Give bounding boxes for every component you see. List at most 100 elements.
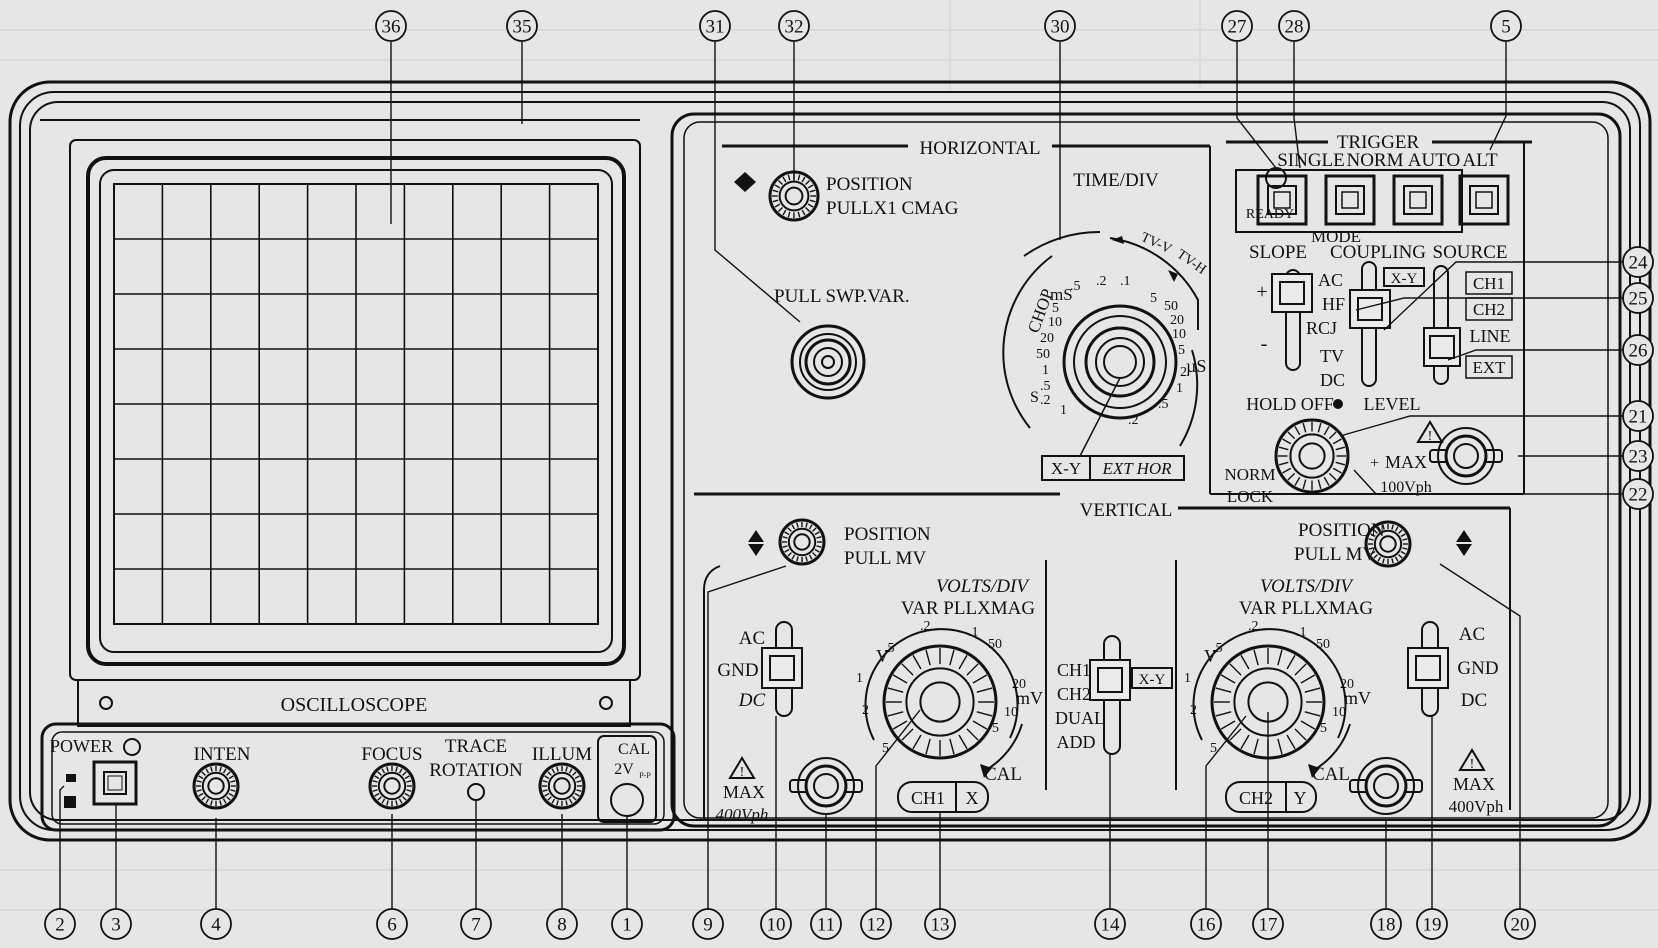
left-right-arrow-icon bbox=[734, 172, 756, 192]
hold-off-level-knob[interactable] bbox=[1274, 418, 1350, 494]
oscilloscope-label: OSCILLOSCOPE bbox=[281, 694, 428, 716]
xy-hor-label: X-Y bbox=[1051, 459, 1081, 478]
ch2-coupling-switch[interactable] bbox=[1407, 621, 1449, 717]
svg-text:28: 28 bbox=[1285, 17, 1304, 38]
cal-label: CAL bbox=[618, 741, 650, 758]
mode-norm: NORM bbox=[1346, 150, 1403, 171]
slope-plus: + bbox=[1256, 281, 1267, 303]
volts-div-tick: mV bbox=[1344, 688, 1371, 708]
ch1-volts-div-dial[interactable] bbox=[864, 628, 1023, 778]
mode-ch2: CH2 bbox=[1057, 684, 1091, 704]
ch1-coupling-switch[interactable] bbox=[761, 621, 803, 717]
svg-text:31: 31 bbox=[706, 17, 725, 38]
time-div-tick: 1 bbox=[1060, 403, 1067, 418]
mode-label: MODE bbox=[1311, 227, 1361, 246]
volts-div-tick: 10 bbox=[1004, 705, 1018, 720]
time-div-dial[interactable] bbox=[1002, 230, 1199, 457]
volts-div-tick: 10 bbox=[1332, 705, 1346, 720]
coupling-switch[interactable] bbox=[1349, 261, 1391, 387]
ch2-volts-div-dial[interactable] bbox=[1192, 628, 1351, 778]
mode-add: ADD bbox=[1057, 732, 1096, 752]
svg-text:22: 22 bbox=[1629, 485, 1648, 506]
time-div-label: TIME/DIV bbox=[1073, 170, 1159, 191]
volts-div-tick: 5 bbox=[1320, 721, 1327, 736]
callout-20: 20 bbox=[1504, 908, 1536, 940]
vertical-section bbox=[703, 506, 1511, 820]
right-panel-frame bbox=[670, 112, 1622, 828]
volts-div-tick: 5 bbox=[992, 721, 999, 736]
ch2-position-knob[interactable] bbox=[1364, 520, 1412, 568]
callout-10: 10 bbox=[760, 908, 792, 940]
ext-trigger-bnc[interactable] bbox=[1429, 427, 1503, 485]
mode-button-auto[interactable] bbox=[1392, 174, 1444, 226]
mode-button-norm[interactable] bbox=[1324, 174, 1376, 226]
illum-knob[interactable] bbox=[538, 762, 586, 810]
time-div-tick: 5 bbox=[1052, 301, 1059, 316]
svg-text:26: 26 bbox=[1629, 341, 1648, 362]
ch1-coupling-dc: DC bbox=[738, 690, 766, 711]
callout-2: 2 bbox=[44, 908, 76, 940]
mode-button-alt[interactable] bbox=[1458, 174, 1510, 226]
ch2-pull-label: PULL MV bbox=[1294, 544, 1376, 565]
time-div-tick: 10 bbox=[1048, 315, 1062, 330]
power-on-off-icon bbox=[64, 774, 76, 808]
callout-6: 6 bbox=[376, 908, 408, 940]
ch1-position-knob[interactable] bbox=[778, 518, 826, 566]
svg-text:12: 12 bbox=[867, 915, 886, 936]
trace-rotation-screw[interactable] bbox=[467, 783, 485, 801]
source-ch1: CH1 bbox=[1473, 274, 1505, 293]
callout-5: 5 bbox=[1490, 10, 1522, 42]
volts-div-tick: 20 bbox=[1340, 677, 1354, 692]
volts-div-tick: 50 bbox=[988, 637, 1002, 652]
tv-v-label: TV-V bbox=[1138, 230, 1173, 257]
inten-knob[interactable] bbox=[192, 762, 240, 810]
warning-mark: ! bbox=[740, 765, 745, 780]
volts-div-tick: 5 bbox=[882, 741, 889, 756]
source-switch[interactable] bbox=[1423, 265, 1461, 385]
power-led-icon bbox=[123, 738, 141, 756]
callout-19: 19 bbox=[1416, 908, 1448, 940]
ch1-input-bnc[interactable] bbox=[789, 757, 863, 815]
time-div-tick: .5 bbox=[1070, 279, 1081, 294]
callout-1: 1 bbox=[611, 908, 643, 940]
ch2-max-volts: 400Vph bbox=[1449, 797, 1504, 816]
vertical-xy-label: X-Y bbox=[1139, 672, 1166, 688]
svg-text:23: 23 bbox=[1629, 447, 1648, 468]
source-ch2: CH2 bbox=[1473, 300, 1505, 319]
ch1-max-label: MAX bbox=[723, 782, 765, 802]
illum-label: ILLUM bbox=[532, 744, 592, 765]
swp-var-knob[interactable] bbox=[790, 324, 866, 400]
power-button[interactable] bbox=[92, 760, 138, 806]
time-div-tick: .5 bbox=[1040, 379, 1051, 394]
time-div-tick: 10 bbox=[1172, 327, 1186, 342]
cal-unit: P-P bbox=[639, 771, 651, 780]
hold-off-dot-icon bbox=[1333, 399, 1343, 409]
cal-terminal[interactable] bbox=[610, 783, 644, 817]
crt-screen bbox=[69, 139, 641, 681]
mode-button-single[interactable] bbox=[1256, 174, 1308, 226]
slope-header: SLOPE bbox=[1249, 242, 1307, 263]
callout-30: 30 bbox=[1044, 10, 1076, 42]
time-div-tick: 50 bbox=[1164, 299, 1178, 314]
screen-label-strip: OSCILLOSCOPE bbox=[77, 679, 631, 727]
warning-triangle-icon: ! bbox=[1458, 748, 1486, 772]
callout-11: 11 bbox=[810, 908, 842, 940]
source-ext-box: EXT bbox=[1465, 355, 1513, 379]
ch2-coupling-dc: DC bbox=[1461, 690, 1487, 711]
ch1-x-box: CH1 X bbox=[897, 781, 989, 813]
ch1-volts-div-label: VOLTS/DIV bbox=[936, 576, 1030, 597]
ch2-max-label: MAX bbox=[1453, 774, 1495, 794]
ch2-input-bnc[interactable] bbox=[1349, 757, 1423, 815]
slope-switch[interactable] bbox=[1271, 269, 1313, 371]
time-div-tick: 1 bbox=[1042, 363, 1049, 378]
bottom-left-controls bbox=[40, 722, 676, 832]
seconds-unit: S bbox=[1030, 389, 1039, 406]
focus-knob[interactable] bbox=[368, 762, 416, 810]
vertical-mode-switch[interactable] bbox=[1089, 635, 1131, 755]
cal-terminal-box: CAL 2V P-P bbox=[597, 735, 657, 823]
ch1-coupling-ac: AC bbox=[739, 628, 765, 649]
callout-23: 23 bbox=[1622, 440, 1654, 472]
svg-text:17: 17 bbox=[1259, 915, 1278, 936]
screw-icon bbox=[599, 696, 613, 710]
